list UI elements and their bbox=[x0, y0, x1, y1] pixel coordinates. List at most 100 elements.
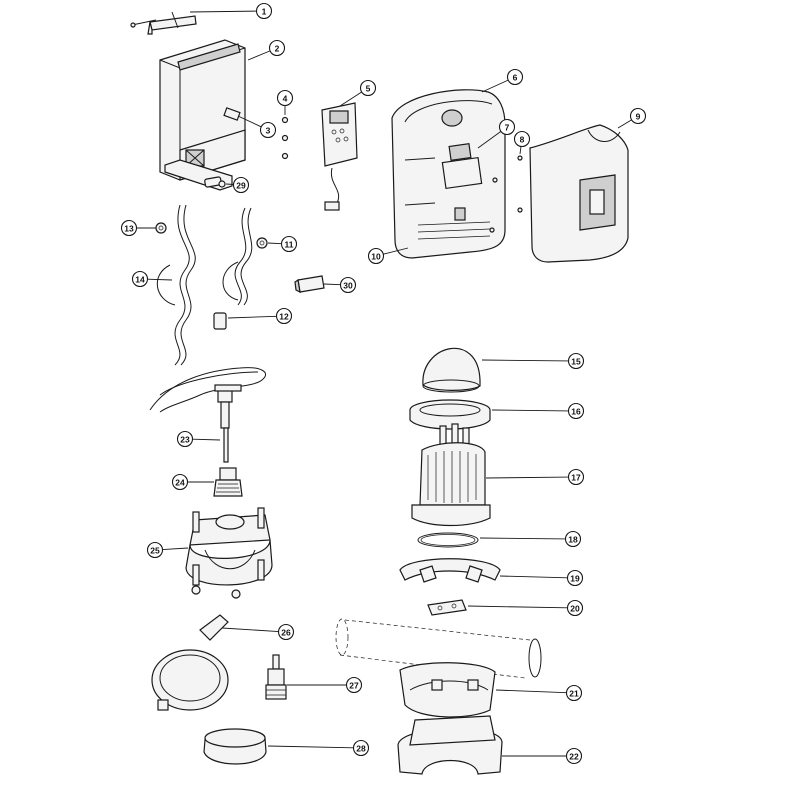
callout-number: 9 bbox=[636, 112, 641, 122]
part-13-cable-gland bbox=[155, 222, 167, 234]
part-28-cap bbox=[203, 728, 267, 765]
callout-6: 6 bbox=[506, 68, 524, 86]
leader-line-8 bbox=[519, 146, 522, 155]
callout-number: 27 bbox=[349, 681, 359, 691]
callout-circle bbox=[232, 176, 250, 194]
callout-12: 12 bbox=[275, 307, 293, 325]
callout-20: 20 bbox=[566, 599, 584, 617]
callout-number: 11 bbox=[285, 240, 294, 250]
part-18-o-ring bbox=[417, 532, 479, 548]
callout-circle bbox=[176, 430, 194, 448]
callout-number: 1 bbox=[262, 7, 267, 17]
part-24-threaded-adapter bbox=[213, 467, 243, 497]
callout-10: 10 bbox=[367, 247, 385, 265]
callout-28: 28 bbox=[352, 739, 370, 757]
callout-circle bbox=[359, 79, 377, 97]
leader-line-14 bbox=[147, 278, 173, 281]
leader-line-23 bbox=[192, 438, 221, 441]
callout-7: 7 bbox=[498, 118, 516, 136]
callout-number: 4 bbox=[283, 94, 288, 104]
callout-number: 20 bbox=[570, 604, 580, 614]
part-25-saddle-clamp bbox=[185, 507, 273, 599]
callout-circle bbox=[131, 270, 149, 288]
callout-circle bbox=[280, 235, 298, 253]
callout-number: 19 bbox=[570, 574, 580, 584]
callout-circle bbox=[277, 623, 295, 641]
callout-24: 24 bbox=[171, 473, 189, 491]
callout-circle bbox=[564, 530, 582, 548]
callout-number: 10 bbox=[371, 252, 381, 262]
callout-circle bbox=[566, 569, 584, 587]
callout-circle bbox=[276, 89, 294, 107]
part-6-main-enclosure bbox=[391, 89, 506, 259]
callout-number: 5 bbox=[366, 84, 371, 94]
leader-line-30 bbox=[323, 283, 341, 286]
leader-line-5 bbox=[339, 91, 362, 107]
part-12-power-cord bbox=[213, 207, 253, 330]
leader-lines bbox=[136, 10, 632, 757]
part-20-gasket bbox=[427, 599, 467, 616]
callout-4: 4 bbox=[276, 89, 294, 107]
callout-circle bbox=[120, 219, 138, 237]
callout-circle bbox=[513, 130, 531, 148]
callout-number: 22 bbox=[569, 752, 579, 762]
callout-13: 13 bbox=[120, 219, 138, 237]
callout-circle bbox=[345, 676, 363, 694]
callout-29: 29 bbox=[232, 176, 250, 194]
leader-line-3 bbox=[237, 115, 262, 128]
callout-number: 30 bbox=[343, 281, 353, 291]
callout-number: 17 bbox=[571, 473, 581, 483]
part-9-front-cover bbox=[529, 124, 629, 263]
callout-circle bbox=[268, 39, 286, 57]
callout-number: 6 bbox=[513, 73, 518, 83]
callout-circle bbox=[352, 739, 370, 757]
callout-3: 3 bbox=[259, 121, 277, 139]
callout-circle bbox=[259, 121, 277, 139]
callout-number: 16 bbox=[571, 407, 581, 417]
callout-2: 2 bbox=[268, 39, 286, 57]
part-21-saddle-lower bbox=[399, 662, 496, 718]
leader-line-28 bbox=[267, 745, 354, 749]
callout-circle bbox=[567, 352, 585, 370]
callout-number: 13 bbox=[124, 224, 134, 234]
leader-line-7 bbox=[477, 131, 502, 149]
callout-circle bbox=[567, 402, 585, 420]
callout-circle bbox=[567, 468, 585, 486]
part-8-screws bbox=[489, 155, 523, 233]
part-30-terminal-block bbox=[294, 275, 325, 294]
part-1-wall-bracket bbox=[130, 11, 197, 35]
callout-11: 11 bbox=[280, 235, 298, 253]
callout-number: 7 bbox=[505, 123, 510, 133]
callout-16: 16 bbox=[567, 402, 585, 420]
leader-line-10 bbox=[383, 247, 409, 255]
callout-number: 24 bbox=[175, 478, 185, 488]
callout-8: 8 bbox=[513, 130, 531, 148]
callout-circle bbox=[367, 247, 385, 265]
callout-27: 27 bbox=[345, 676, 363, 694]
leader-line-25 bbox=[162, 547, 189, 550]
callout-labels: 1234567891011121314151617181920212223242… bbox=[120, 2, 647, 765]
callout-14: 14 bbox=[131, 270, 149, 288]
callout-circle bbox=[565, 684, 583, 702]
callout-number: 26 bbox=[281, 628, 291, 638]
callout-circle bbox=[146, 541, 164, 559]
leader-line-19 bbox=[499, 575, 568, 579]
part-15-cell-cap bbox=[422, 347, 481, 393]
callout-number: 18 bbox=[568, 535, 578, 545]
leader-line-21 bbox=[495, 689, 567, 694]
callout-circle bbox=[275, 307, 293, 325]
leader-line-9 bbox=[617, 119, 632, 129]
callout-circle bbox=[566, 599, 584, 617]
callout-1: 1 bbox=[255, 2, 273, 20]
part-27-flow-switch bbox=[265, 654, 287, 700]
callout-number: 8 bbox=[520, 135, 525, 145]
callout-circle bbox=[629, 107, 647, 125]
callout-9: 9 bbox=[629, 107, 647, 125]
callout-15: 15 bbox=[567, 352, 585, 370]
callout-number: 12 bbox=[279, 312, 289, 322]
part-29-connector bbox=[204, 176, 226, 188]
callout-number: 2 bbox=[275, 44, 280, 54]
leader-line-15 bbox=[481, 359, 569, 362]
part-17-electrode-cell bbox=[411, 423, 491, 527]
